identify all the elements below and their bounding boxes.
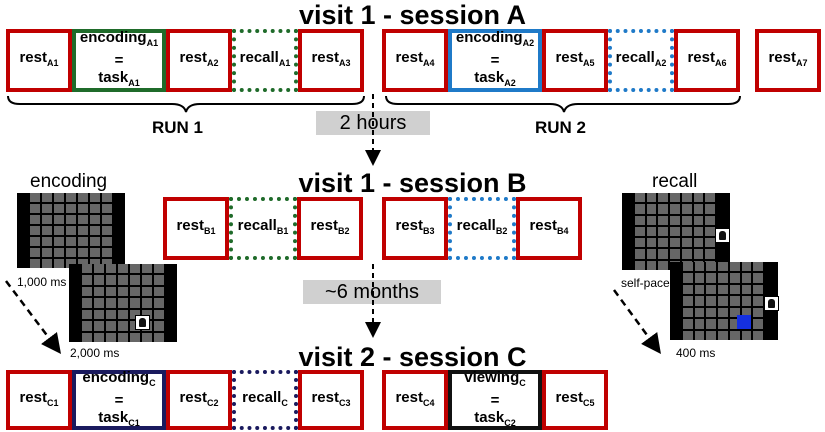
session-a-title: visit 1 - session A (298, 0, 527, 30)
box-rest-a1: restA1 (6, 29, 72, 92)
run-1-label: RUN 1 (152, 118, 204, 137)
encoding-time-1: 1,000 ms (17, 275, 67, 289)
recall-time-2: 400 ms (676, 346, 716, 360)
run-2-label: RUN 2 (535, 118, 587, 137)
box-rest-a3: restA3 (298, 29, 364, 92)
box-rest-a5: restA5 (542, 29, 608, 92)
arrow-recall-to-c (612, 289, 661, 355)
box-rest-c1: restC1 (6, 370, 72, 430)
box-rest-a6: restA6 (674, 29, 740, 92)
box-recall-b1: recallB1 (229, 197, 297, 260)
recall-selected-cell (737, 315, 751, 329)
box-recall-a1: recallA1 (232, 29, 298, 92)
box-rest-c3: restC3 (298, 370, 364, 430)
box-rest-b2: restB2 (297, 197, 363, 260)
box-viewing-c: viewingC = taskC2 (448, 369, 542, 430)
box-recall-b2: recallB2 (448, 197, 516, 260)
box-rest-c2: restC2 (166, 370, 232, 430)
box-encoding-c: encodingC = taskC1 (72, 369, 166, 430)
encoding-stimulus-image (135, 315, 150, 330)
box-recall-c: recallC (232, 370, 298, 430)
encoding-panel-label: encoding (30, 171, 108, 192)
run-2-brace (385, 95, 741, 113)
box-rest-a2: restA2 (166, 29, 232, 92)
box-rest-a7: restA7 (755, 29, 821, 92)
box-rest-b3: restB3 (382, 197, 448, 260)
encoding-time-2: 2,000 ms (70, 346, 120, 360)
box-encoding-a1: encodingA1 = taskA1 (72, 29, 166, 92)
session-b-title: visit 1 - session B (298, 168, 527, 198)
recall-grid-1 (635, 193, 715, 270)
encoding-grid-1 (30, 193, 112, 268)
recall-time-1: self-paced (621, 276, 677, 290)
arrow-encoding-to-c (5, 280, 62, 354)
recall-panel-label: recall (652, 171, 698, 192)
box-encoding-a2: encodingA2 = taskA2 (448, 29, 542, 92)
run-1-brace (7, 95, 365, 113)
recall-cue-image (715, 228, 730, 243)
recall-cue-image-2 (764, 296, 779, 311)
box-rest-c5: restC5 (542, 370, 608, 430)
box-rest-a4: restA4 (382, 29, 448, 92)
box-rest-c4: restC4 (382, 370, 448, 430)
session-c-title: visit 2 - session C (298, 342, 527, 372)
box-rest-b4: restB4 (516, 197, 582, 260)
box-rest-b1: restB1 (163, 197, 229, 260)
box-recall-a2: recallA2 (608, 29, 674, 92)
recall-grid-2 (683, 262, 763, 340)
